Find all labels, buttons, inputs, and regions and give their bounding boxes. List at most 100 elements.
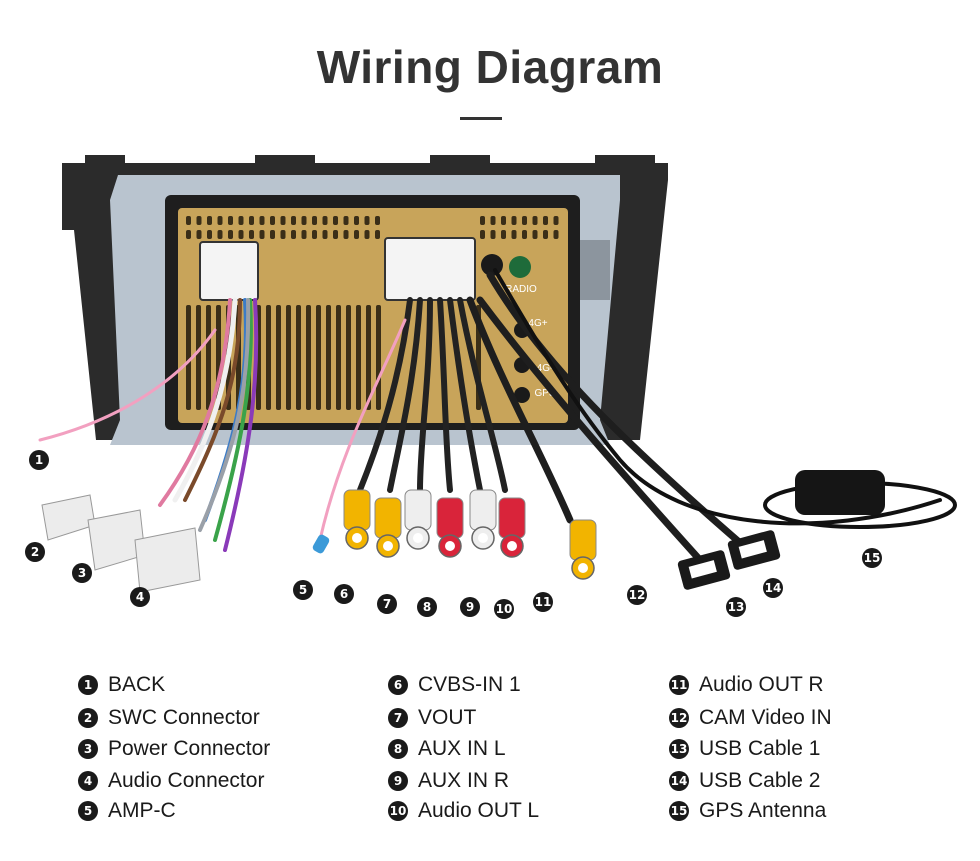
vent-slot bbox=[270, 216, 275, 225]
vent-slot bbox=[354, 230, 359, 239]
legend-number: 13 bbox=[669, 739, 689, 759]
callout-6: 6 bbox=[334, 584, 354, 604]
rca-plug-hole bbox=[413, 533, 423, 543]
vent-slot bbox=[186, 230, 191, 239]
vent-slot bbox=[356, 305, 361, 410]
vent-slot bbox=[217, 230, 223, 239]
rca-plug-body bbox=[498, 497, 526, 539]
callout-11: 11 bbox=[533, 592, 553, 612]
vent-slot bbox=[259, 216, 265, 225]
legend-number: 6 bbox=[388, 675, 408, 695]
vent-slot bbox=[312, 216, 317, 225]
audio-connector bbox=[134, 527, 201, 593]
vent-slot bbox=[238, 216, 244, 225]
rca-plug-hole bbox=[383, 541, 393, 551]
vent-slot bbox=[196, 230, 202, 239]
callout-4: 4 bbox=[130, 587, 150, 607]
radio-socket bbox=[509, 256, 531, 278]
legend-number: 8 bbox=[388, 739, 408, 759]
vent-slot bbox=[501, 216, 506, 225]
vent-slot bbox=[316, 305, 321, 410]
gps-antenna-puck bbox=[795, 470, 885, 515]
gps-socket bbox=[514, 387, 530, 403]
legend-item: 15 GPS Antenna bbox=[669, 799, 826, 823]
vent-slot bbox=[207, 230, 212, 239]
legend-label: Audio OUT R bbox=[699, 673, 824, 696]
vent-slot bbox=[186, 216, 191, 225]
vent-slot bbox=[280, 216, 286, 225]
vent-slot bbox=[366, 305, 371, 410]
callout-14: 14 bbox=[763, 578, 783, 598]
rca-plug-hole bbox=[578, 563, 588, 573]
vent-slot bbox=[186, 305, 191, 410]
vent-slot bbox=[480, 216, 485, 225]
rca-plug-body bbox=[569, 519, 597, 561]
vent-slot bbox=[312, 230, 317, 239]
vent-slot bbox=[296, 305, 301, 410]
vent-slot bbox=[343, 216, 349, 225]
vent-slot bbox=[322, 230, 328, 239]
legend-label: AMP-C bbox=[108, 799, 176, 822]
rca-socket bbox=[384, 237, 476, 301]
legend-number: 10 bbox=[388, 801, 408, 821]
vent-slot bbox=[301, 216, 307, 225]
vent-slot bbox=[238, 230, 244, 239]
rca-plug-body bbox=[469, 489, 497, 531]
vent-slot bbox=[490, 230, 496, 239]
vent-slot bbox=[291, 230, 296, 239]
vent-slot bbox=[553, 216, 559, 225]
callout-15: 15 bbox=[862, 548, 882, 568]
legend-label: VOUT bbox=[418, 706, 477, 729]
connectors bbox=[41, 494, 330, 593]
legend-number: 15 bbox=[669, 801, 689, 821]
legend-number: 11 bbox=[669, 675, 689, 695]
legend-number: 12 bbox=[669, 708, 689, 728]
vent-slot bbox=[375, 216, 380, 225]
legend-label: Audio Connector bbox=[108, 769, 265, 792]
callout-7: 7 bbox=[377, 594, 397, 614]
vent-slot bbox=[196, 216, 202, 225]
vent-slot bbox=[354, 216, 359, 225]
rca-plug-hole bbox=[445, 541, 455, 551]
legend-label: CVBS-IN 1 bbox=[418, 673, 521, 696]
vent-slot bbox=[207, 216, 212, 225]
page-title: Wiring Diagram bbox=[316, 41, 664, 93]
vent-slot bbox=[522, 216, 527, 225]
gps-label: GPS bbox=[534, 388, 555, 399]
legend-item: 6 CVBS-IN 1 bbox=[388, 673, 521, 697]
vent-slot bbox=[511, 216, 517, 225]
callout-10: 10 bbox=[494, 599, 514, 619]
callout-12: 12 bbox=[627, 585, 647, 605]
legend-number: 5 bbox=[78, 801, 98, 821]
callout-8: 8 bbox=[417, 597, 437, 617]
vent-slot bbox=[543, 230, 548, 239]
legend-number: 3 bbox=[78, 739, 98, 759]
rca-plug-hole bbox=[507, 541, 517, 551]
head-unit: RADIO 4G+ 4G- GPS bbox=[62, 155, 668, 445]
vent-slot bbox=[306, 305, 311, 410]
vent-slot bbox=[375, 230, 380, 239]
vent-slot bbox=[280, 230, 286, 239]
vent-slot bbox=[286, 305, 291, 410]
vent-slot bbox=[336, 305, 341, 410]
title-divider bbox=[460, 117, 502, 120]
vent-slot bbox=[249, 230, 254, 239]
legend-label: GPS Antenna bbox=[699, 799, 827, 822]
vent-slot bbox=[206, 305, 211, 410]
legend-label: AUX IN L bbox=[418, 737, 506, 760]
vent-slot bbox=[346, 305, 351, 410]
vent-slot bbox=[276, 305, 281, 410]
vent-slot bbox=[364, 216, 370, 225]
legend-label: USB Cable 2 bbox=[699, 769, 821, 792]
legend-item: 14 USB Cable 2 bbox=[669, 769, 820, 793]
legend-number: 14 bbox=[669, 771, 689, 791]
vent-slot bbox=[480, 230, 485, 239]
vent-slot bbox=[196, 305, 201, 410]
